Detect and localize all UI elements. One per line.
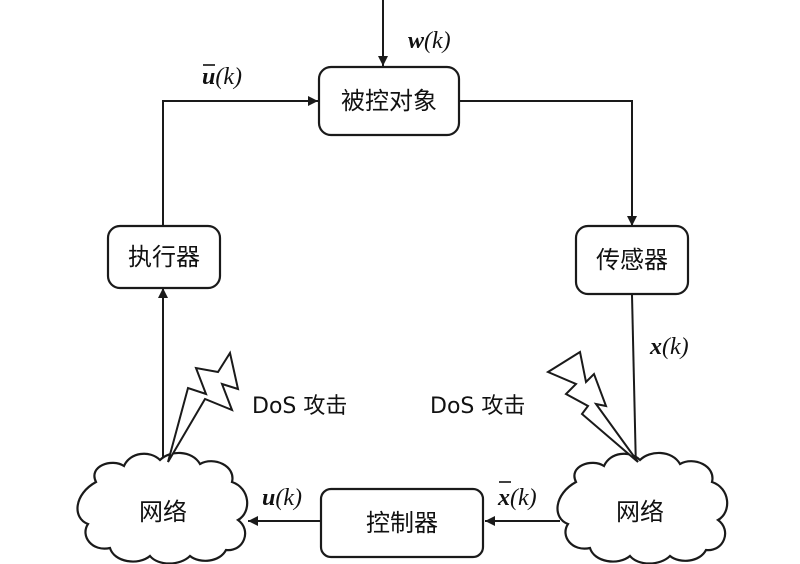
lightning-right-icon (545, 350, 639, 463)
actuator-to-plant-arrow (162, 96, 318, 226)
state-received-signal-label: x(k) (497, 481, 537, 511)
actuator-label: 执行器 (128, 243, 200, 271)
plant-input-var: u (202, 64, 215, 90)
plant-input-signal-label: u(k) (202, 64, 242, 90)
plant-to-sensor-arrow (460, 100, 637, 226)
state-received-var: x (497, 485, 510, 511)
disturbance-var: w (408, 28, 425, 54)
state-signal-label: x(k) (649, 334, 689, 360)
state-arg: (k) (662, 334, 689, 360)
control-arg: (k) (275, 485, 302, 511)
control-signal-label: u(k) (262, 485, 302, 511)
controller-node: 控制器 (319, 487, 485, 559)
network-left-cloud: 网络 (76, 451, 249, 564)
network-left-label: 网络 (139, 498, 187, 526)
sensor-label: 传感器 (596, 246, 668, 274)
lightning-left-icon (167, 350, 240, 463)
state-received-arg: (k) (510, 485, 537, 511)
attack-left-label: DoS 攻击 (252, 394, 347, 419)
svg-text:x(k): x(k) (497, 485, 537, 511)
disturbance-arg: (k) (424, 28, 451, 54)
plant-node: 被控对象 (317, 65, 461, 137)
sensor-node: 传感器 (574, 224, 690, 296)
state-var: x (649, 334, 662, 360)
network-right-label: 网络 (616, 498, 664, 526)
plant-label: 被控对象 (341, 87, 437, 115)
network-right-cloud: 网络 (556, 451, 729, 564)
controller-label: 控制器 (366, 509, 438, 537)
plant-input-arg: (k) (215, 64, 242, 90)
svg-text:u(k): u(k) (202, 64, 242, 90)
actuator-node: 执行器 (106, 224, 222, 290)
sensor-to-network-arrow (630, 294, 641, 471)
control-var: u (262, 485, 275, 511)
disturbance-signal-label: w(k) (408, 28, 451, 54)
attack-right-label: DoS 攻击 (430, 394, 525, 419)
